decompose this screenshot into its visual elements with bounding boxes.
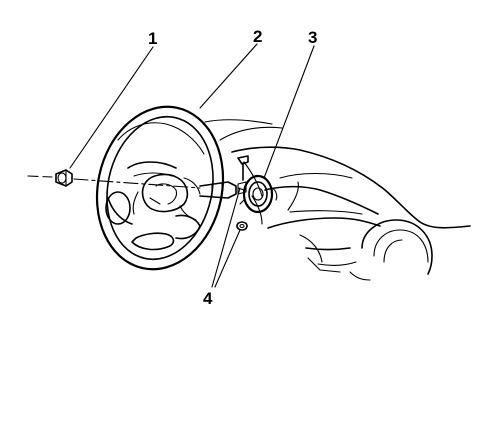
leader-line-4a [211, 187, 241, 288]
steering-wheel-nut [55, 169, 73, 187]
callout-3: 3 [308, 28, 317, 47]
retaining-clips [236, 155, 249, 231]
callout-2: 2 [253, 27, 262, 46]
steering-column-hub [199, 181, 237, 199]
steering-wheel [95, 105, 225, 271]
leader-lines [69, 43, 315, 288]
leader-line-2 [199, 43, 258, 109]
callout-1: 1 [148, 29, 157, 48]
clock-spring [237, 174, 278, 214]
callout-4: 4 [203, 289, 213, 308]
alignment-centerline [27, 175, 201, 189]
leader-line-4b [214, 229, 241, 288]
instrument-panel [204, 119, 471, 281]
leader-line-3 [263, 45, 315, 179]
leader-line-1 [69, 46, 154, 169]
